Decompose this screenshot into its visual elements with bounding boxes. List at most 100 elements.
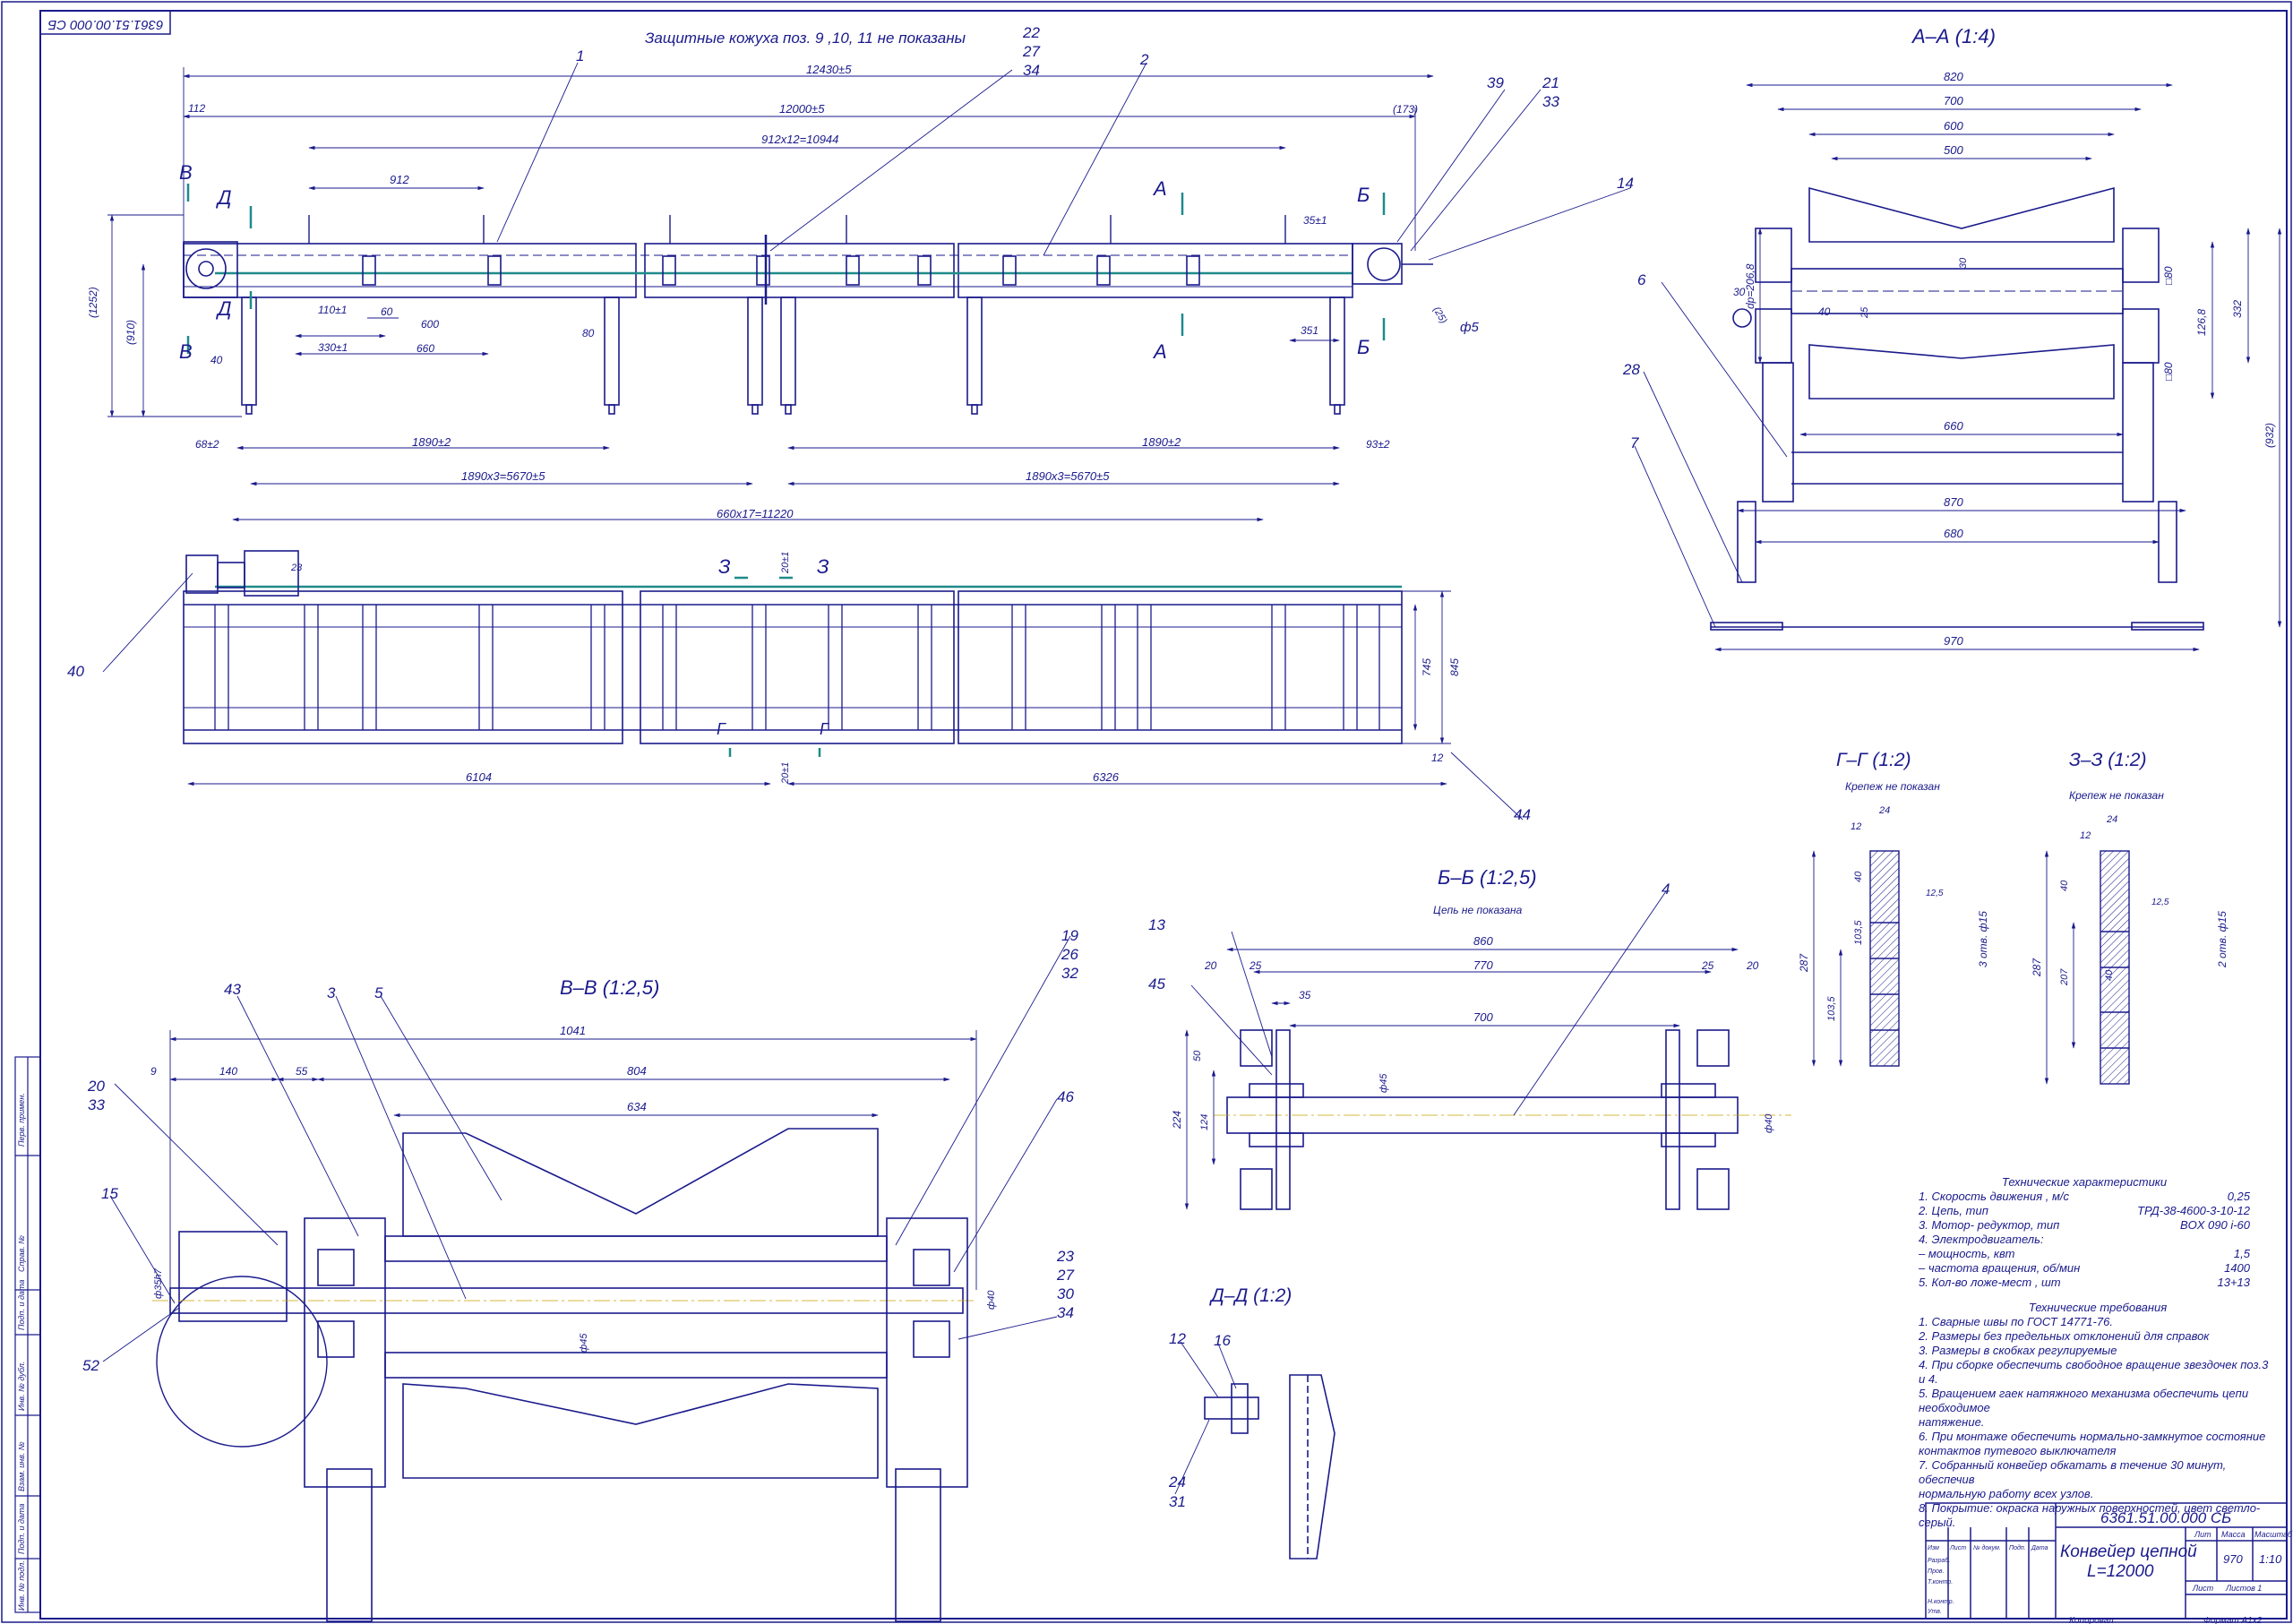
front-view-dimensions: [107, 67, 1434, 522]
section-bb: [1214, 1029, 1791, 1210]
tech-req-line: 1. Сварные швы по ГОСТ 14771-76.: [1919, 1315, 2113, 1328]
dim-910: (910): [125, 320, 137, 345]
section-aa: [1710, 186, 2204, 631]
callout-20: 20: [87, 1078, 105, 1095]
dim-330: 330±1: [318, 341, 348, 354]
mark-b2: Б: [1357, 336, 1370, 358]
zz-dim-40b: 40: [2104, 969, 2115, 981]
aa-sq80a: □80: [2162, 266, 2175, 285]
callout-23: 23: [1056, 1248, 1074, 1265]
callout-14: 14: [1617, 175, 1634, 192]
stamp-hdr-izm: Изм: [1928, 1545, 1939, 1551]
stamp-col-scale: Масштаб: [2254, 1530, 2293, 1539]
zz-note: Крепеж не показан: [2069, 789, 2164, 802]
aa-dim-700: 700: [1944, 94, 1963, 107]
bb-dim-25a: 25: [1249, 959, 1262, 972]
gg-note: Крепеж не показан: [1845, 780, 1940, 793]
stamp-hdr-list: Лист: [1949, 1545, 1966, 1551]
aa-dim-970: 970: [1944, 634, 1963, 648]
view-title-bb: Б–Б (1:2,5): [1438, 866, 1537, 889]
aa-dim-600: 600: [1944, 119, 1963, 133]
mark-g1: Г: [717, 720, 726, 738]
callout-34: 34: [1023, 62, 1040, 79]
plan-dim-20b: 20±1: [780, 762, 791, 785]
aa-dim-932: (932): [2263, 423, 2276, 448]
callout-30: 30: [1057, 1285, 1074, 1302]
dim-660x17: 660х17=11220: [717, 507, 794, 520]
tech-req-line: 5. Вращением гаек натяжного механизма об…: [1919, 1387, 2249, 1414]
aa-dim-500: 500: [1944, 143, 1963, 157]
tech-req-line: 6. При монтаже обеспечить нормально-замк…: [1919, 1430, 2266, 1443]
dim-25: (25): [1430, 305, 1448, 326]
bb-dim-860: 860: [1473, 934, 1493, 948]
plan-dim-6104: 6104: [466, 770, 492, 784]
aa-dim-820: 820: [1944, 70, 1963, 83]
bb-phi45: ф45: [1378, 1073, 1389, 1093]
bb-dim-124: 124: [1199, 1114, 1210, 1130]
bb-dim-35: 35: [1299, 989, 1311, 1001]
dim-1890x3b: 1890х3=5670±5: [1026, 469, 1110, 483]
dim-phi5: ф5: [1460, 320, 1480, 335]
callout-52: 52: [82, 1357, 99, 1374]
dim-600: 600: [421, 318, 439, 331]
aa-dim-30a: 30: [1958, 257, 1969, 269]
section-zz: [2100, 850, 2130, 1085]
mark-b1: Б: [1357, 184, 1370, 206]
stamp-hdr-doc: № докум.: [1973, 1544, 2001, 1551]
callout-22: 22: [1022, 24, 1040, 41]
tech-req-line: 3. Размеры в скобках регулируемые: [1919, 1344, 2117, 1357]
stamp-doc-number: 6361.51.00.000 СБ: [2100, 1509, 2231, 1526]
callout-45: 45: [1148, 975, 1165, 992]
dim-1890a: 1890±2: [412, 435, 451, 449]
callout-21: 21: [1542, 74, 1559, 91]
stamp-mass: 970: [2223, 1552, 2243, 1566]
dim-660: 660: [417, 342, 434, 355]
zz-dim-40a: 40: [2059, 880, 2070, 891]
gg-dim-12: 12: [1851, 821, 1861, 832]
callout-26: 26: [1061, 946, 1078, 963]
gg-dim-287: 287: [1798, 953, 1810, 973]
dim-12430: 12430±5: [806, 63, 852, 76]
aa-dim-870: 870: [1944, 495, 1963, 509]
tech-req-title: Технические требования: [2028, 1301, 2168, 1314]
dim-1890b: 1890±2: [1142, 435, 1181, 449]
aa-dim-40: 40: [1818, 305, 1831, 318]
tech-char-value: 1400: [2224, 1261, 2250, 1275]
callout-27: 27: [1022, 43, 1040, 60]
stamp-row-razrab: Разраб.: [1928, 1557, 1950, 1564]
dim-68: 68±2: [195, 438, 219, 451]
gg-dim-1035b: 103,5: [1826, 996, 1837, 1021]
bb-phi40: ф40: [1764, 1113, 1774, 1133]
dim-1890x3a: 1890х3=5670±5: [461, 469, 545, 483]
dim-912x12: 912х12=10944: [761, 133, 838, 146]
callout-34b: 34: [1057, 1304, 1074, 1321]
tech-req-line: натяжение.: [1919, 1415, 1985, 1429]
strip-2: Справ. №: [17, 1235, 26, 1272]
callout-7: 7: [1630, 434, 1639, 451]
tech-char-label: 1. Скорость движения , м/с: [1919, 1190, 2070, 1203]
plan-dim-23: 23: [290, 563, 303, 573]
section-gg: [1869, 850, 1900, 1067]
gg-dim-1035a: 103,5: [1853, 920, 1864, 945]
plan-dim-745: 745: [1421, 658, 1433, 676]
section-mark-lines: [186, 184, 1386, 757]
callout-3: 3: [327, 984, 336, 1001]
bb-dim-50: 50: [1192, 1050, 1203, 1061]
dim-40: 40: [210, 354, 223, 366]
mark-z2: З: [817, 555, 829, 578]
callout-32: 32: [1061, 965, 1078, 982]
dim-912: 912: [390, 173, 409, 186]
tech-char-value: 1,5: [2233, 1247, 2250, 1260]
stamp-col-lit: Лит: [2194, 1530, 2211, 1539]
zz-holes: 2 отв. ф15: [2216, 911, 2229, 968]
plan-dim-20a: 20±1: [780, 552, 791, 574]
aa-sq80b: □80: [2162, 362, 2175, 381]
strip-6: Подп. и дата: [17, 1504, 26, 1554]
aa-dim-25: 25: [1859, 306, 1870, 319]
copied-label: Копировал: [2069, 1616, 2114, 1624]
